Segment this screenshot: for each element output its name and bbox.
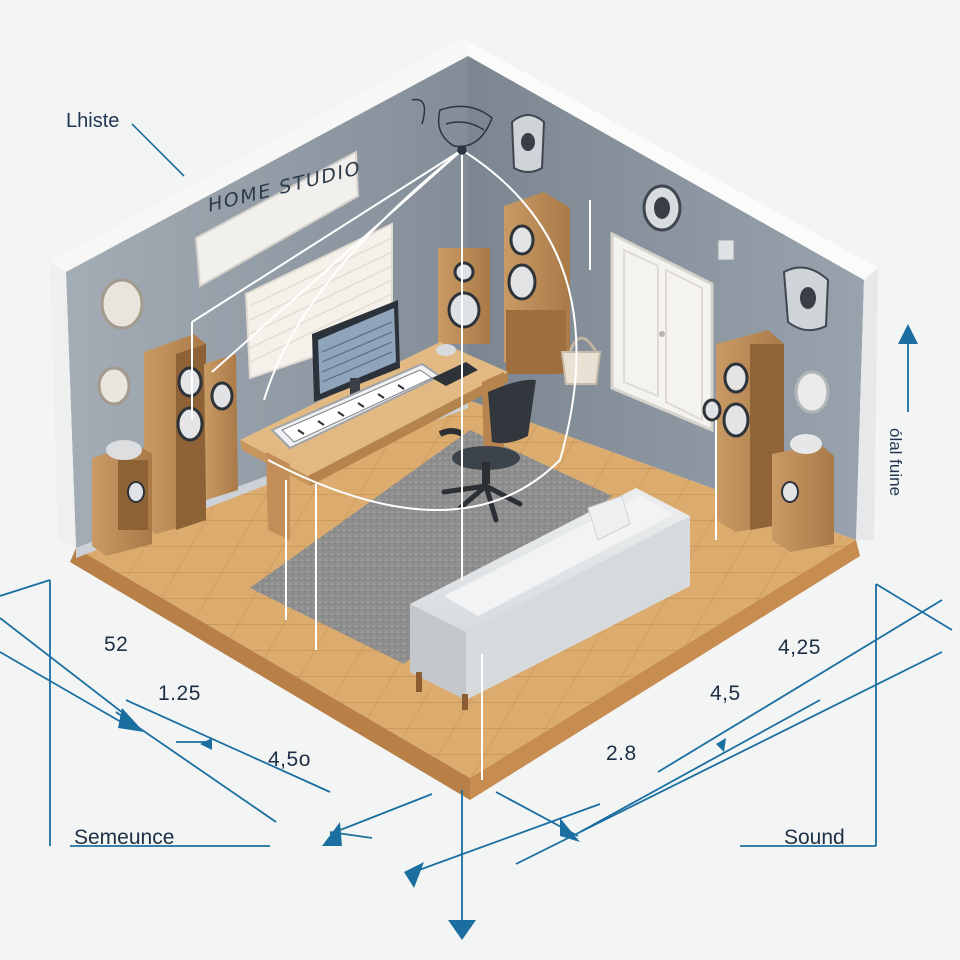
sound-path-lines bbox=[191, 148, 717, 780]
dimension-label-right-outer: 4,25 bbox=[778, 636, 821, 659]
dimension-label-right-inner: 4,5 bbox=[710, 682, 741, 705]
wall-mounted-speaker-icon bbox=[510, 114, 830, 332]
tall-speaker-right-icon bbox=[702, 330, 834, 552]
dimension-label-front-left: 4,5o bbox=[268, 748, 311, 771]
storage-basket bbox=[560, 336, 602, 385]
sofa bbox=[410, 488, 690, 710]
floor-edge-right bbox=[470, 540, 860, 800]
wall-caps bbox=[50, 38, 878, 280]
computer-monitor bbox=[312, 300, 400, 402]
floor-edge-left bbox=[70, 548, 470, 800]
ceiling-mic-icon bbox=[411, 98, 493, 155]
tall-speaker-back-icon bbox=[438, 192, 570, 374]
bottom-right-label: Sound bbox=[784, 826, 845, 849]
dimension-label-left-inner: 1.25 bbox=[158, 682, 201, 705]
dimension-label-front-right: 2.8 bbox=[606, 742, 637, 765]
diagram-title-label: Lhiste bbox=[66, 110, 120, 132]
dimension-label-left-outer: 52 bbox=[104, 633, 129, 656]
wall-clock-icon bbox=[97, 278, 830, 414]
arrow-icon bbox=[118, 324, 918, 940]
bottom-left-label: Semeunce bbox=[74, 826, 175, 849]
vertical-side-label: ólal fuine bbox=[886, 428, 905, 497]
studio-sign-board bbox=[194, 150, 360, 288]
title-leader-line bbox=[131, 123, 185, 177]
dimension-lines bbox=[0, 342, 953, 924]
office-chair bbox=[438, 379, 536, 523]
tall-speaker-left-icon bbox=[92, 334, 238, 556]
right-wall-side bbox=[856, 268, 878, 540]
midi-keyboard bbox=[270, 344, 478, 450]
door bbox=[610, 231, 714, 433]
left-wall-side bbox=[50, 262, 76, 548]
